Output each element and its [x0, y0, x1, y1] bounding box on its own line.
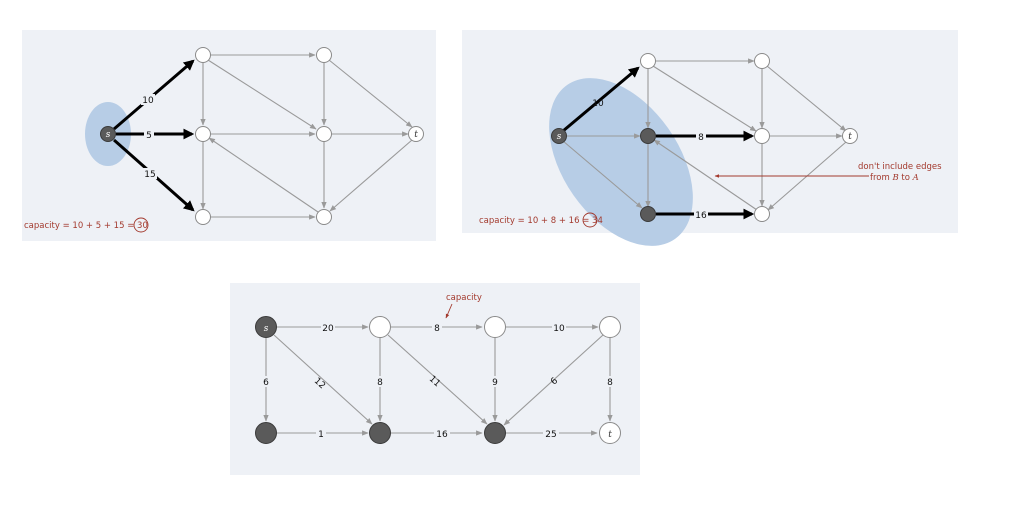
graph-node: [195, 47, 211, 63]
capacity-value: 34: [592, 216, 603, 226]
edge: [562, 140, 643, 209]
edge-capacity-label: 10: [592, 99, 604, 109]
edge-capacity-label: 6: [549, 376, 560, 387]
graph-node-in-cut: [255, 422, 277, 444]
capacity-formula: capacity = 10 + 5 + 15 = 30: [24, 221, 148, 231]
edge-capacity-label: 9: [492, 378, 498, 388]
edge: [387, 334, 488, 425]
edge-capacity-label: 8: [434, 324, 440, 334]
sink-label: t: [608, 430, 612, 440]
graph-node-in-cut: [484, 422, 506, 444]
source-label: s: [106, 130, 111, 140]
source-node: [551, 128, 567, 144]
edge-capacity-label: 16: [436, 430, 448, 440]
edge-capacity-label: 11: [427, 374, 442, 389]
cut-diagram-2-graph: 10 8 16 s t don't include edges from B t…: [479, 53, 942, 246]
capacity-formula: capacity = 10 + 8 + 16 = 34: [479, 216, 603, 226]
source-node: [255, 316, 277, 338]
edge-capacity-label: 25: [545, 430, 556, 440]
edge-capacity-label: 1: [318, 430, 324, 440]
edge-capacity-label: 10: [142, 96, 154, 106]
edge: [208, 137, 319, 213]
edge: [766, 65, 847, 132]
source-label: s: [557, 132, 562, 142]
edge: [652, 65, 757, 132]
edge-capacity-label: 8: [377, 378, 383, 388]
edge: [653, 139, 758, 211]
cut-diagram-3: 20 8 10 6 12 8 11 9 6 8 1 16 25 capacity…: [230, 283, 640, 475]
cut-diagram-2: 10 8 16 s t don't include edges from B t…: [462, 30, 958, 246]
edge-capacity-label: 5: [146, 131, 152, 141]
note-line-1: don't include edges: [858, 162, 942, 172]
graph-node: [640, 53, 656, 69]
graph-node: [369, 316, 391, 338]
sink-label: t: [414, 130, 418, 140]
edge-capacity-label: 12: [312, 376, 327, 391]
edge-capacity-label: 15: [144, 170, 155, 180]
edge-capacity-label: 6: [263, 378, 269, 388]
sink-node: [599, 422, 621, 444]
edge: [503, 334, 604, 426]
graph-node: [754, 128, 770, 144]
edge-capacity-label: 8: [698, 133, 704, 143]
graph-node: [754, 53, 770, 69]
note-line-2: from B to A: [870, 173, 919, 183]
graph-node: [754, 206, 770, 222]
graph-node-in-cut: [640, 206, 656, 222]
cut-region: [549, 78, 693, 246]
graph-node: [195, 209, 211, 225]
cut-edge: [562, 66, 640, 133]
sink-label: t: [848, 132, 852, 142]
cut-diagram-3-graph: 20 8 10 6 12 8 11 9 6 8 1 16 25 capacity…: [255, 293, 621, 444]
edge-capacity-label: 8: [607, 378, 613, 388]
edge: [273, 334, 373, 425]
sink-node: [408, 126, 424, 142]
capacity-value: 30: [137, 221, 148, 231]
graph-node: [484, 316, 506, 338]
edge-capacity-label: 20: [322, 324, 334, 334]
cut-diagram-1-graph: 10 5 15 s t capacity = 10 + 5 + 15 = 30: [24, 47, 424, 233]
graph-node-in-cut: [369, 422, 391, 444]
edge: [329, 139, 413, 212]
source-label: s: [264, 324, 269, 334]
graph-node: [195, 126, 211, 142]
edge: [328, 59, 413, 128]
edge-capacity-label: 10: [553, 324, 565, 334]
graph-node: [599, 316, 621, 338]
capacity-circle: [582, 212, 598, 228]
edge-capacity-label: 16: [695, 211, 707, 221]
capacity-annotation: capacity: [446, 293, 482, 303]
graph-node: [316, 126, 332, 142]
cut-diagram-1: 10 5 15 s t capacity = 10 + 5 + 15 = 30: [22, 30, 436, 241]
graph-node: [316, 209, 332, 225]
edge: [207, 59, 317, 130]
capacity-circle: [133, 217, 149, 233]
graph-node: [316, 47, 332, 63]
annotation-arrow: [445, 303, 453, 319]
graph-node-in-cut: [640, 128, 656, 144]
source-node: [100, 126, 116, 142]
sink-node: [842, 128, 858, 144]
